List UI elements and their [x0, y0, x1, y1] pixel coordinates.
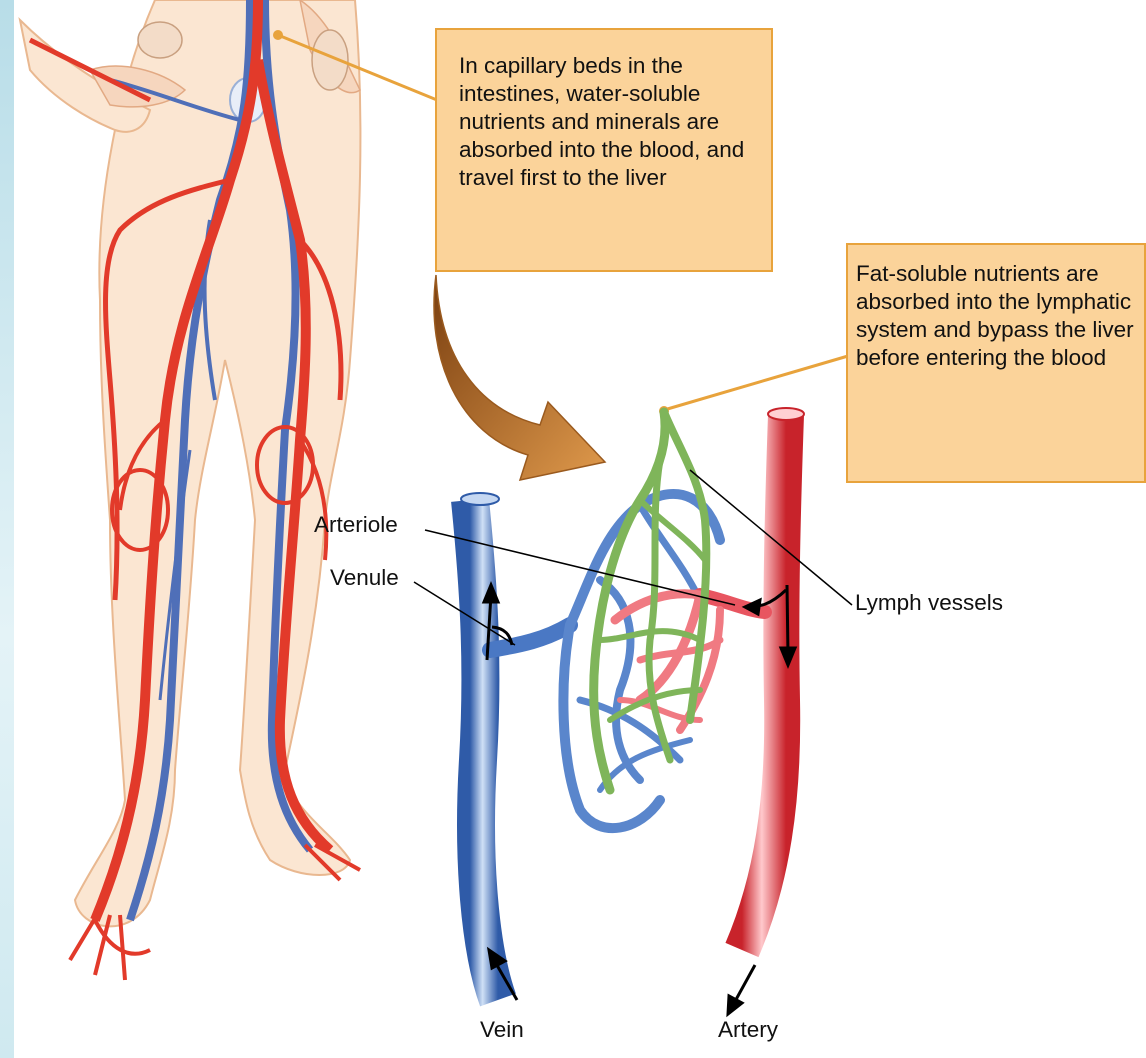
vein-label: Vein	[480, 1017, 524, 1043]
artery-label: Artery	[718, 1017, 778, 1043]
lymph-callout-connector	[664, 356, 848, 410]
vein-vessel	[470, 500, 498, 1000]
fat-soluble-nutrients-callout: Fat-soluble nutrients are absorbed into …	[846, 243, 1146, 483]
artery-vessel	[742, 415, 786, 950]
pointer-arrow	[434, 275, 605, 480]
intestine-nutrients-callout: In capillary beds in the intestines, wat…	[435, 28, 773, 272]
venule-label: Venule	[330, 565, 399, 591]
human-body-figure	[20, 0, 360, 980]
arteriole-label: Arteriole	[314, 512, 398, 538]
lymph-vessels-label: Lymph vessels	[855, 590, 1003, 616]
